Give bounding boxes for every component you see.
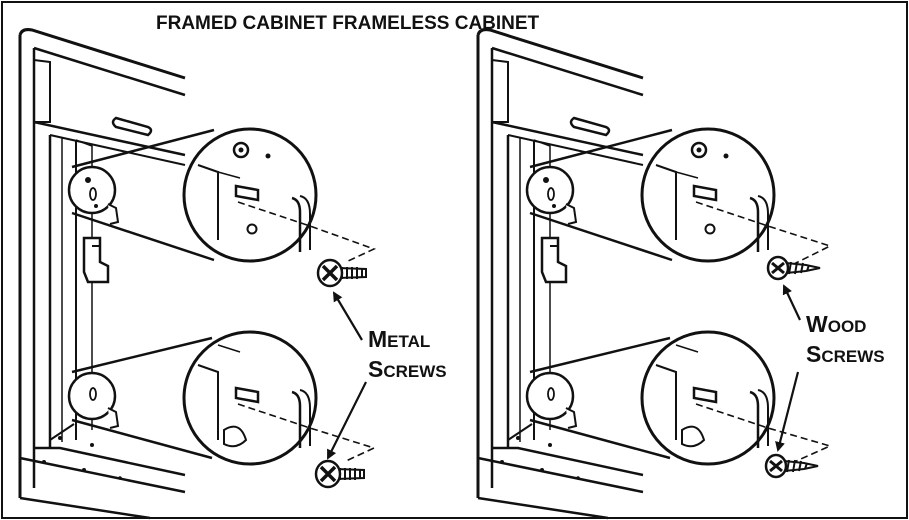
wood-screw-top <box>766 255 822 281</box>
frameless-top-hinge-callout <box>525 127 776 263</box>
framed-cabinet-panel: METAL SCREWS <box>18 28 447 520</box>
metal-arrow-top <box>332 291 363 341</box>
framed-top-hinge-callout <box>67 127 318 263</box>
wood-screws-label-line2: SCREWS <box>806 341 885 367</box>
metal-screw-top <box>316 258 368 288</box>
frameless-top-projection <box>695 201 833 265</box>
wood-screws-label-line1: WOOD <box>806 311 866 337</box>
framed-bottom-projection <box>237 403 377 462</box>
wood-arrow-top <box>782 284 801 321</box>
metal-screws-label-line2: SCREWS <box>368 356 447 382</box>
metal-screws-label-line1: METAL <box>368 326 430 352</box>
framed-top-projection <box>237 201 377 263</box>
frameless-bottom-projection <box>695 403 833 463</box>
frameless-bottom-hinge-callout <box>525 330 776 466</box>
figure-title: FRAMED CABINET FRAMELESS CABINET <box>156 13 540 34</box>
frameless-cabinet-panel <box>476 28 833 520</box>
wood-arrow-bottom <box>775 371 800 452</box>
metal-screw-bottom <box>314 459 366 489</box>
metal-arrow-bottom <box>327 381 367 460</box>
wood-screw-bottom <box>764 453 820 479</box>
framed-bottom-hinge-callout <box>67 330 318 466</box>
